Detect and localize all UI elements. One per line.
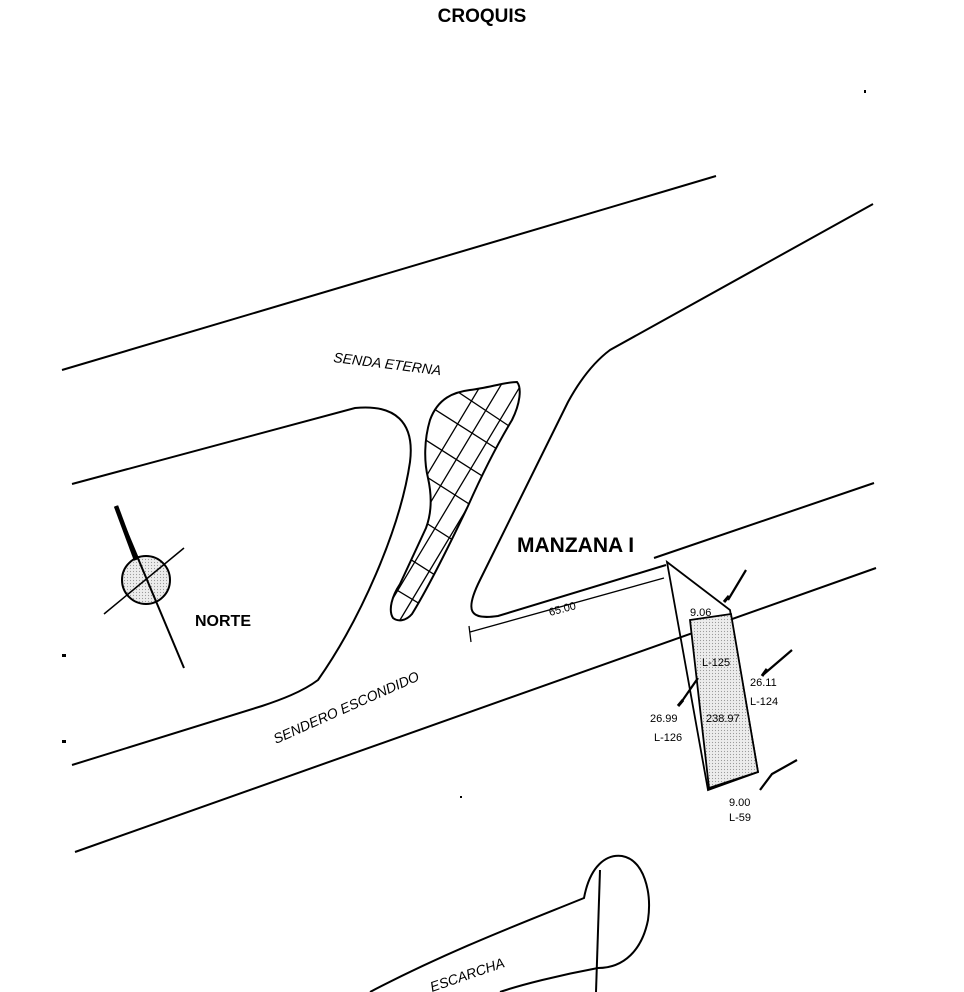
north-arrow: NORTE — [103, 505, 251, 669]
sendero-escondido-north-edge — [74, 567, 877, 853]
north-label: NORTE — [195, 613, 251, 630]
north-crossbar — [103, 547, 185, 615]
north-needle-head — [113, 505, 139, 561]
street-label-sendero-escondido: SENDERO ESCONDIDO — [271, 668, 422, 747]
distance-line — [469, 577, 665, 633]
distance-label: 65.00 — [548, 600, 578, 619]
lot-label-right: L-124 — [750, 696, 778, 708]
street-label-escarcha: ESCARCHA — [428, 954, 507, 992]
check-mark-icon — [759, 759, 798, 791]
street-lines — [61, 175, 877, 853]
escarcha-street-edge — [369, 854, 650, 992]
lot-shaded-area — [689, 612, 760, 790]
check-mark-icon — [763, 649, 793, 675]
manzana-i-street-edge — [653, 482, 875, 559]
lot-label-left: L-126 — [654, 732, 682, 744]
lot-left-dimension: 26.99 — [650, 713, 678, 725]
check-mark-icon — [679, 677, 699, 705]
island-hatching — [390, 382, 520, 621]
senda-eterna-south-edge — [71, 406, 412, 766]
lot-label-back: L-59 — [729, 812, 751, 824]
check-mark-icon — [727, 569, 747, 601]
lot-right-dimension: 26.11 — [750, 677, 777, 689]
scan-specks — [62, 90, 866, 798]
lot-l-125: 9.06 L-125 238.97 26.11 L-124 26.99 L-12… — [650, 559, 778, 824]
distance-dimension: 65.00 — [468, 577, 665, 643]
lot-label-subject: L-125 — [702, 657, 730, 669]
lot-back-dimension: 9.00 — [729, 797, 750, 809]
lot-front-dimension: 9.06 — [690, 607, 711, 619]
escarcha-center-line — [595, 869, 601, 992]
block-label-manzana: MANZANA I — [517, 534, 634, 557]
escarcha-cul-de-sac: ESCARCHA — [369, 854, 650, 992]
distance-tick — [468, 625, 472, 643]
hatched-island — [389, 380, 521, 622]
page-title: CROQUIS — [437, 6, 527, 27]
check-marks — [676, 569, 798, 791]
senda-eterna-north-edge — [61, 175, 717, 371]
manzana-i-outline — [470, 203, 874, 618]
lot-area-label: 238.97 — [706, 713, 740, 725]
island-outline — [389, 380, 521, 622]
street-label-senda-eterna: SENDA ETERNA — [333, 349, 443, 378]
